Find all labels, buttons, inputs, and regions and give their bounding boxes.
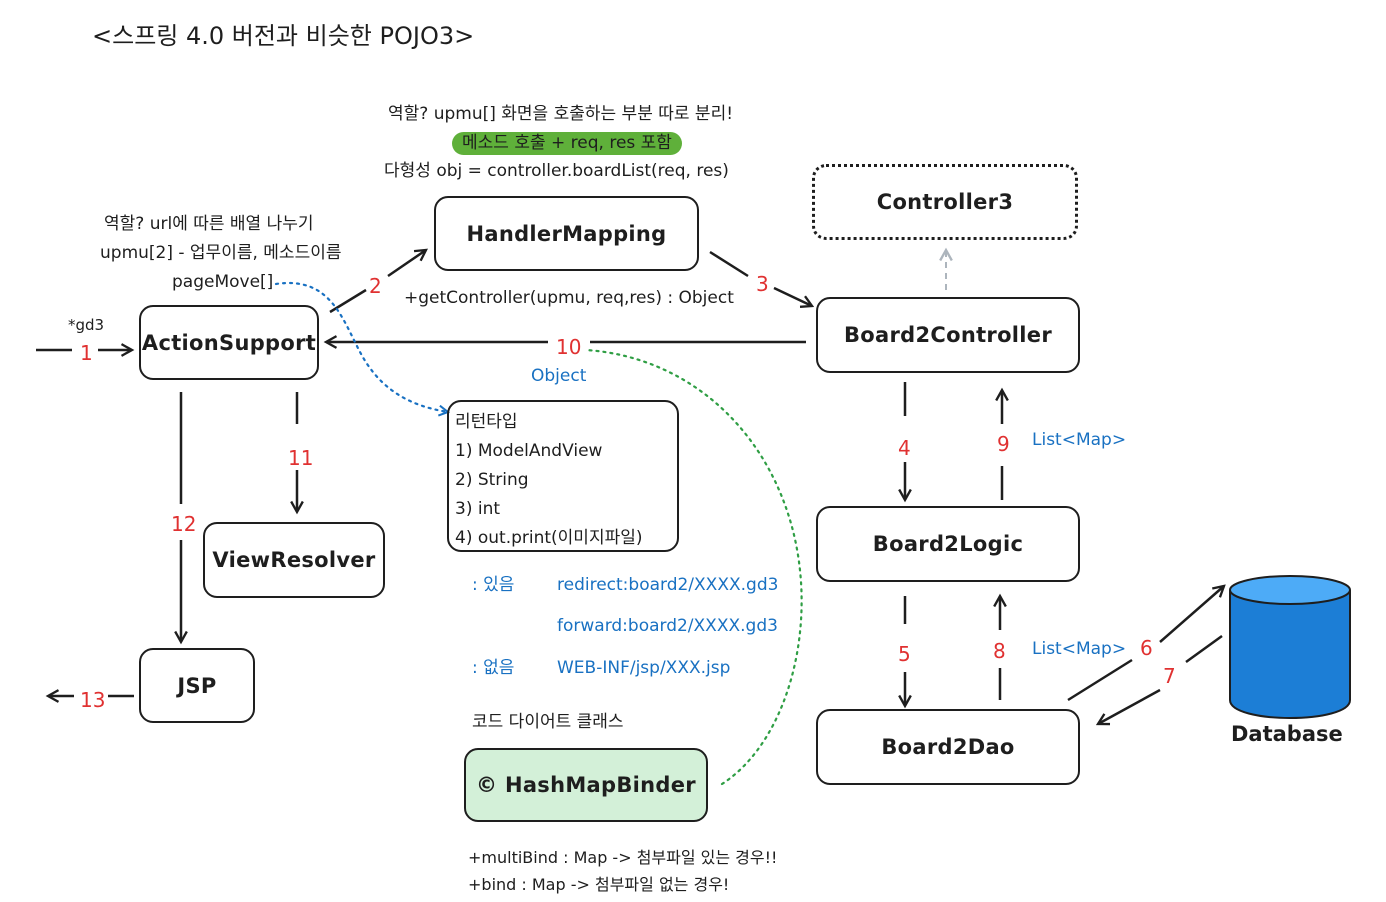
step-2: 2 [369, 274, 382, 298]
dotted-green-binder [584, 348, 803, 786]
handler-note-highlight: 메소드 호출 + req, res 포함 [452, 132, 682, 155]
handler-mapping-box: HandlerMapping [434, 196, 699, 271]
list-map-label-upper: List<Map> [1032, 430, 1127, 450]
view-resolver-label: ViewResolver [212, 548, 376, 572]
step-9: 9 [997, 432, 1010, 456]
list-map-label-lower: List<Map> [1032, 639, 1127, 659]
handler-mapping-label: HandlerMapping [466, 221, 667, 246]
return-type-header: 리턴타입 [455, 412, 518, 432]
board2-dao-box: Board2Dao [816, 709, 1080, 785]
action-note-line2: upmu[2] - 업무이름, 메소드이름 [100, 243, 342, 263]
board2-dao-label: Board2Dao [881, 735, 1015, 759]
arrow-6 [1067, 586, 1224, 702]
get-controller-label: +getController(upmu, req,res) : Object [404, 288, 734, 308]
forward-path: forward:board2/XXXX.gd3 [557, 616, 778, 636]
jsp-label: JSP [177, 673, 217, 698]
step-4: 4 [898, 436, 911, 460]
redirect-path: redirect:board2/XXXX.gd3 [557, 575, 779, 595]
arrow-7 [1098, 634, 1223, 724]
bind-note: +bind : Map -> 첨부파일 없는 경우! [468, 875, 730, 894]
controller3-label: Controller3 [876, 190, 1014, 214]
action-support-label: ActionSupport [141, 330, 317, 355]
has-label: : 있음 [472, 575, 515, 595]
multibind-note: +multiBind : Map -> 첨부파일 있는 경우!! [468, 848, 778, 867]
action-note-line1: 역할? url에 따른 배열 나누기 [104, 214, 314, 234]
handler-note-line3: 다형성 obj = controller.boardList(req, res) [384, 161, 729, 181]
action-note-line3: pageMove[] [172, 272, 274, 292]
none-label: : 없음 [472, 658, 515, 678]
return-type-item: 2) String [455, 470, 529, 490]
return-type-item: 3) int [455, 499, 501, 519]
step-7: 7 [1163, 664, 1176, 688]
arrow-3 [709, 250, 812, 306]
step-10: 10 [556, 335, 582, 359]
hashmap-binder-box: © HashMapBinder [464, 748, 708, 822]
jsp-box: JSP [139, 648, 255, 723]
board2-controller-box: Board2Controller [816, 297, 1080, 373]
board2-controller-label: Board2Controller [843, 323, 1052, 347]
step-3: 3 [756, 272, 769, 296]
step-1: 1 [80, 341, 93, 365]
return-type-box: 리턴타입 1) ModelAndView 2) String 3) int 4)… [447, 400, 679, 552]
dotted-blue-pagemove [274, 281, 448, 412]
controller3-box: Controller3 [812, 164, 1078, 240]
step-13: 13 [80, 688, 106, 712]
hashmap-binder-label: © HashMapBinder [476, 773, 696, 797]
database-label: Database [1231, 722, 1343, 746]
step-8: 8 [993, 639, 1006, 663]
step-11: 11 [288, 446, 314, 470]
view-resolver-box: ViewResolver [203, 522, 385, 598]
gd3-label: *gd3 [68, 316, 105, 334]
diagram-title: <스프링 4.0 버전과 비슷한 POJO3> [92, 22, 475, 50]
handler-note-line1: 역할? upmu[] 화면을 호출하는 부분 따로 분리! [388, 104, 734, 124]
step-5: 5 [898, 642, 911, 666]
return-type-item: 1) ModelAndView [455, 441, 603, 461]
action-support-box: ActionSupport [139, 305, 319, 380]
object-label: Object [531, 366, 587, 386]
database-icon [1229, 575, 1351, 719]
board2-logic-box: Board2Logic [816, 506, 1080, 582]
board2-logic-label: Board2Logic [872, 532, 1024, 556]
arrow-2 [329, 250, 426, 314]
step-6: 6 [1140, 636, 1153, 660]
step-12: 12 [171, 512, 197, 536]
return-type-item: 4) out.print(이미지파일) [455, 528, 643, 548]
jsp-path: WEB-INF/jsp/XXX.jsp [557, 658, 731, 678]
code-diet-label: 코드 다이어트 클래스 [472, 712, 624, 732]
